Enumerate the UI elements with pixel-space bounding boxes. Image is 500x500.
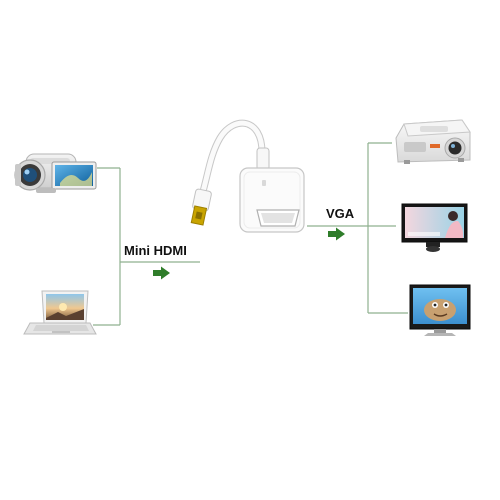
mini-hdmi-to-vga-adapter [190,119,305,233]
laptop-icon [23,290,97,335]
output-port-label: VGA [326,206,355,221]
input-port-label: Mini HDMI [124,243,187,258]
connector-lines [93,142,408,326]
camcorder-icon [14,153,97,193]
projector-icon [395,119,471,164]
arrow-right-icon [153,266,170,280]
monitor-icon [409,284,471,336]
arrow-right-icon [328,227,345,241]
monitor-icon [401,203,468,252]
